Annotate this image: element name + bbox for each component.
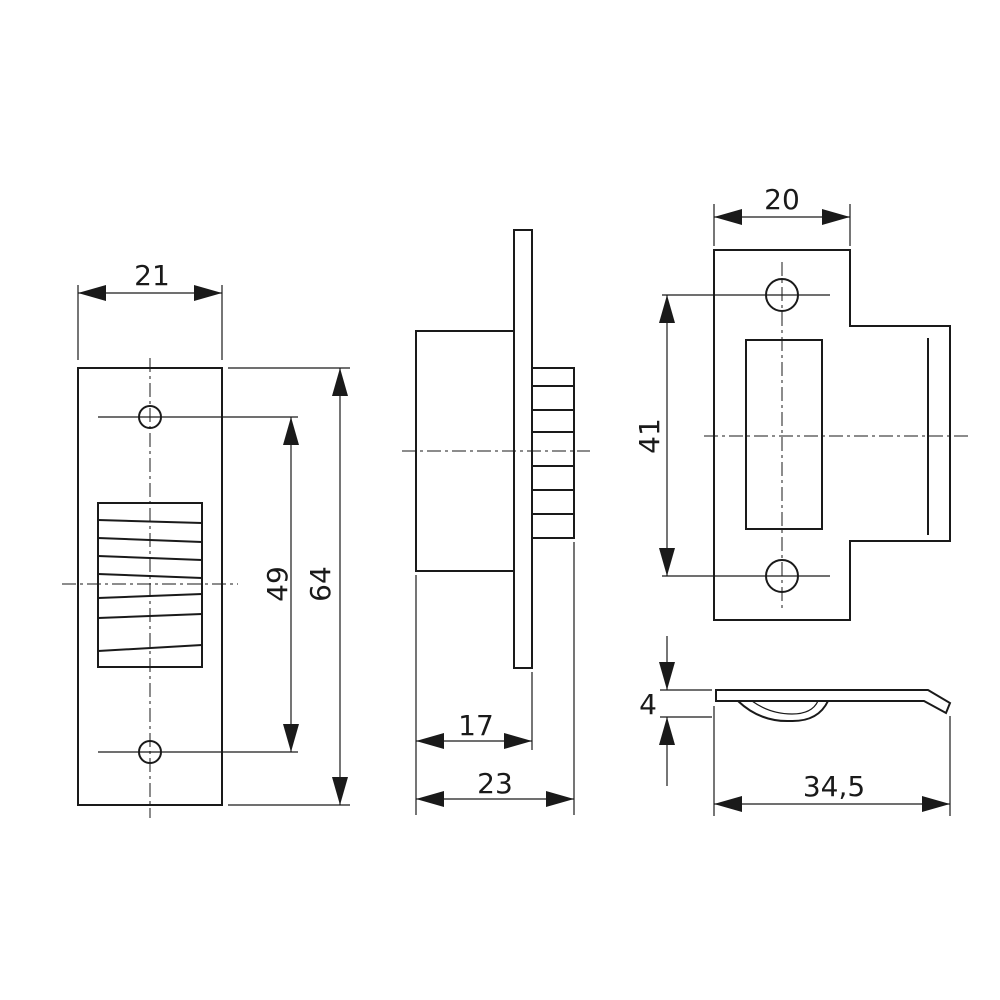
dim-front-hole-spacing-label: 49 bbox=[261, 566, 294, 602]
front-view: 21 49 64 bbox=[62, 259, 350, 818]
dim-keeper-length-label: 34,5 bbox=[803, 770, 865, 803]
front-roller-window bbox=[97, 502, 203, 668]
dim-keeper-length: 34,5 bbox=[713, 706, 951, 816]
front-roller-ribs bbox=[97, 519, 203, 652]
dim-keeper-width: 20 bbox=[713, 183, 851, 246]
keeper-side-view: 4 34,5 bbox=[639, 636, 952, 816]
dim-front-hole-spacing: 49 bbox=[261, 417, 299, 752]
dim-keeper-hole-spacing-label: 41 bbox=[633, 418, 666, 454]
keeper-top-view: 20 41 bbox=[633, 183, 972, 621]
dim-side-depth-inner-label: 17 bbox=[458, 709, 494, 742]
dim-side-depth-inner: 17 bbox=[415, 575, 533, 815]
keeper-profile bbox=[715, 689, 952, 715]
dim-keeper-hole-spacing: 41 bbox=[633, 295, 675, 576]
dim-front-width-label: 21 bbox=[134, 259, 170, 292]
keeper-lip-inner bbox=[751, 700, 819, 715]
side-view: 17 23 bbox=[402, 229, 590, 815]
dim-keeper-thickness: 4 bbox=[639, 636, 712, 786]
keeper-plate-outline bbox=[713, 249, 951, 621]
side-plate bbox=[513, 229, 533, 669]
dim-front-height: 64 bbox=[228, 367, 350, 806]
dim-keeper-thickness-label: 4 bbox=[639, 688, 657, 721]
dim-side-depth-total: 23 bbox=[416, 542, 575, 815]
dim-front-width: 21 bbox=[77, 259, 223, 360]
side-roller bbox=[531, 367, 575, 539]
dim-side-depth-total-label: 23 bbox=[477, 767, 513, 800]
dim-keeper-width-label: 20 bbox=[764, 183, 800, 216]
keeper-slot bbox=[745, 339, 823, 530]
dim-front-height-label: 64 bbox=[304, 566, 337, 602]
keeper-lip bbox=[737, 700, 829, 723]
side-roller-ribs bbox=[532, 385, 574, 515]
